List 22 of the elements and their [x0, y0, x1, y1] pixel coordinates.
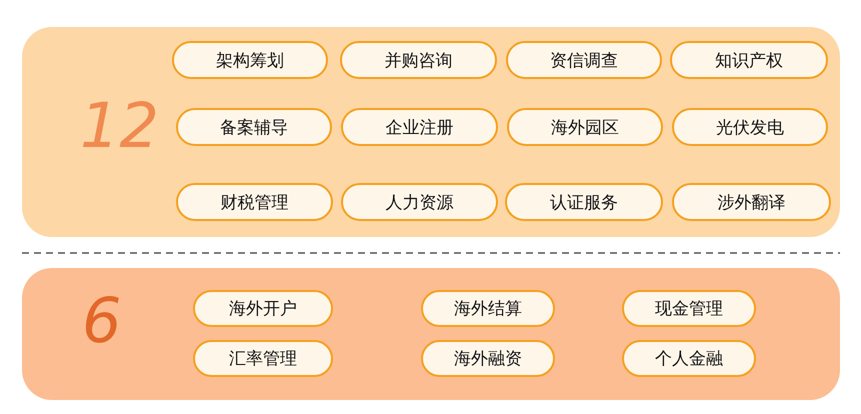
count-number: 12: [80, 95, 159, 157]
service-pill: 汇率管理: [193, 340, 333, 377]
service-pill: 企业注册: [341, 108, 498, 146]
service-pill: 知识产权: [670, 41, 828, 79]
service-pill: 备案辅导: [176, 108, 332, 146]
service-pill: 现金管理: [622, 290, 756, 327]
service-pill: 涉外翻译: [672, 183, 831, 221]
service-pill: 海外结算: [421, 290, 555, 327]
panel-background: [22, 268, 840, 400]
service-pill: 认证服务: [505, 183, 663, 221]
service-pill: 架构筹划: [172, 41, 328, 79]
service-pill: 人力资源: [341, 183, 498, 221]
service-pill: 海外融资: [421, 340, 555, 377]
count-number: 6: [82, 290, 122, 352]
service-pill: 光伏发电: [672, 108, 828, 146]
service-pill: 海外开户: [193, 290, 333, 327]
service-pill: 资信调查: [506, 41, 662, 79]
service-pill: 财税管理: [176, 183, 333, 221]
panel-background: [22, 27, 840, 237]
service-pill: 个人金融: [622, 340, 756, 377]
service-pill: 海外园区: [507, 108, 663, 146]
service-pill: 并购咨询: [340, 41, 497, 79]
